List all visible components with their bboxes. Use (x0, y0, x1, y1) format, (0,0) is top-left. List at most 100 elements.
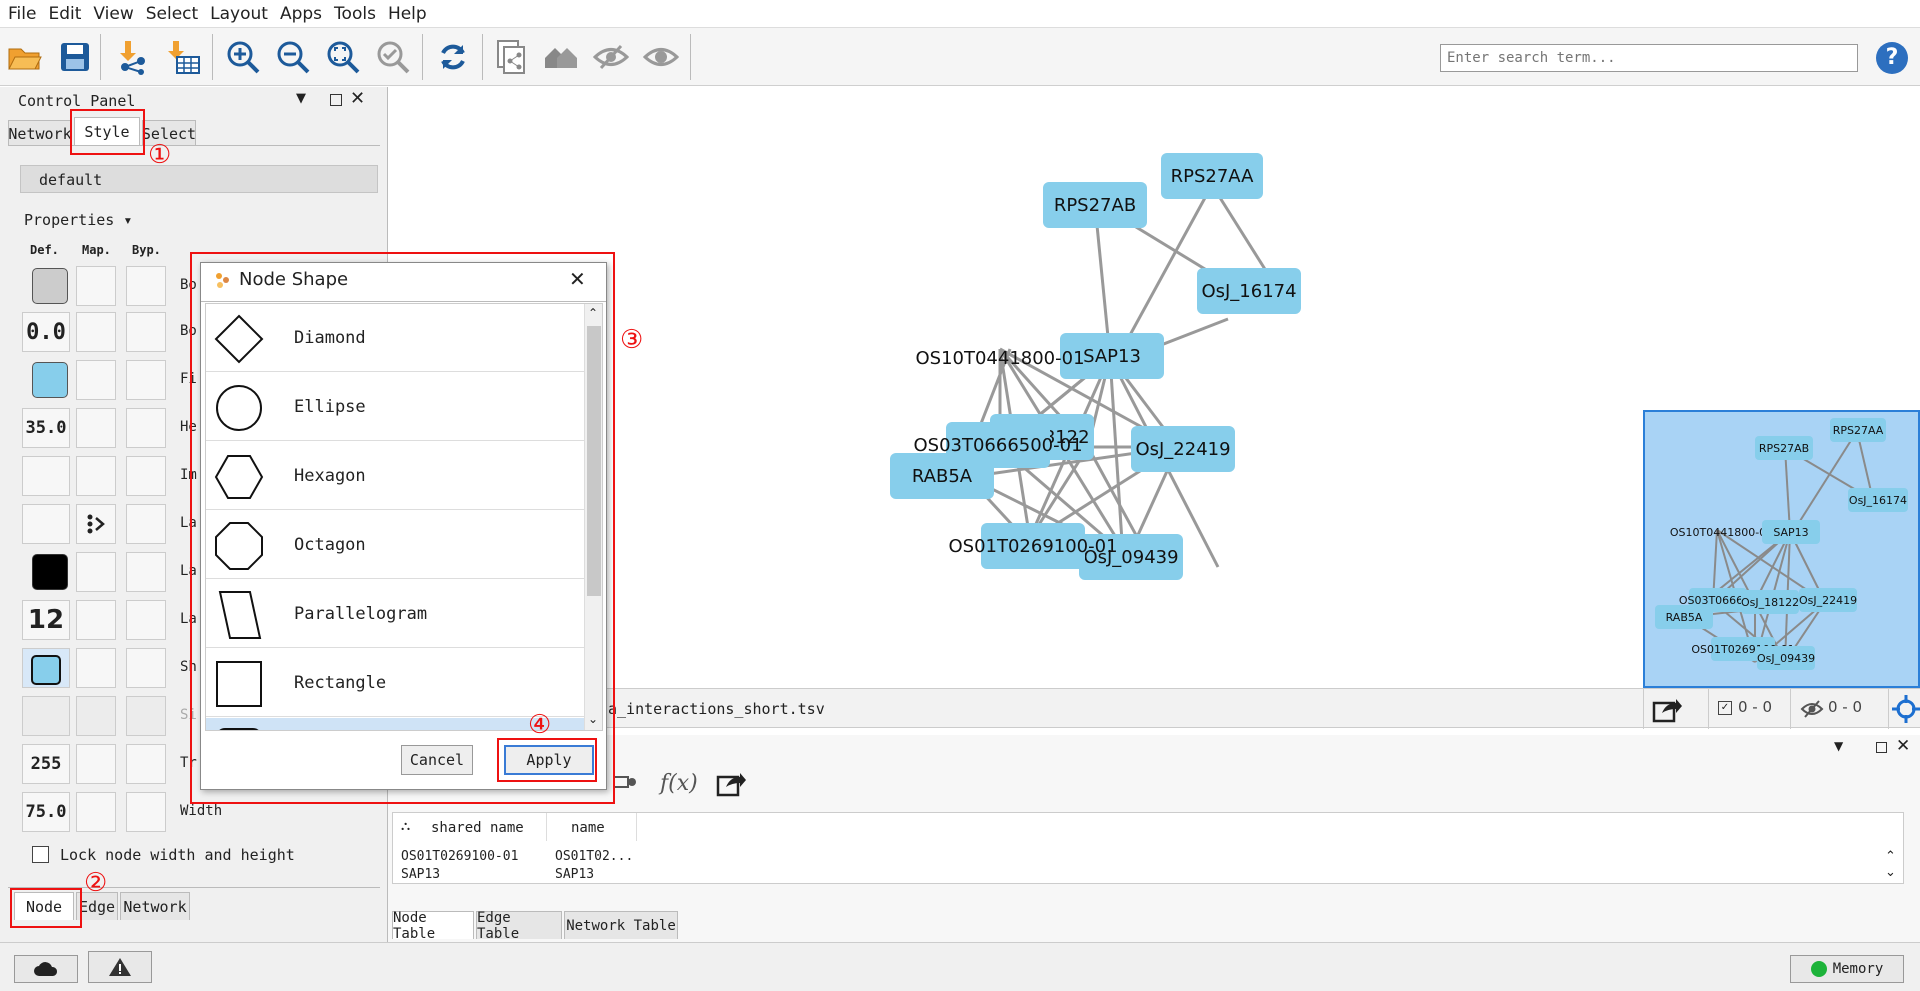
mapping-cell[interactable] (76, 456, 116, 496)
menu-layout[interactable]: Layout (210, 3, 268, 24)
default-value-swatch[interactable] (32, 554, 68, 590)
tab-edge-table[interactable]: Edge Table (476, 910, 562, 942)
network-overview-minimap[interactable]: RPS27AA RPS27AB OsJ_16174 OS10T0441800-0… (1643, 410, 1920, 688)
float-panel-icon[interactable] (330, 94, 342, 106)
property-row-image[interactable]: Im (22, 453, 380, 497)
new-network-from-selection-icon[interactable] (490, 36, 532, 78)
zoom-selected-icon[interactable] (372, 36, 414, 78)
zoom-out-icon[interactable] (272, 36, 314, 78)
mapping-cell[interactable] (76, 312, 116, 352)
export-table-icon[interactable] (716, 771, 746, 801)
menu-select[interactable]: Select (145, 3, 199, 24)
table-panel-menu-icon[interactable]: ▼ (1834, 739, 1844, 753)
cloud-icon[interactable] (14, 955, 78, 983)
network-node[interactable]: OS03T0666500-01 (913, 422, 1083, 468)
mapping-cell[interactable] (76, 552, 116, 592)
network-node[interactable]: OS01T0269100-01 (948, 523, 1118, 569)
default-value[interactable] (22, 648, 70, 688)
table-cell[interactable]: OS01T0269100-01 (401, 849, 519, 864)
search-input[interactable] (1440, 44, 1858, 72)
default-value-swatch[interactable] (32, 268, 68, 304)
warning-icon[interactable] (88, 951, 152, 983)
refresh-icon[interactable] (432, 36, 474, 78)
column-header-shared-name[interactable]: shared name (431, 820, 524, 836)
property-row-height[interactable]: 35.0 He (22, 405, 380, 449)
property-row-border-color[interactable]: Bo (22, 263, 380, 307)
shape-option-octagon[interactable]: Octagon (206, 511, 584, 579)
menu-edit[interactable]: Edit (48, 3, 82, 24)
default-value[interactable]: 75.0 (22, 792, 70, 832)
network-node[interactable]: RPS27AA (1161, 153, 1263, 199)
network-node[interactable]: RAB5A (890, 453, 994, 499)
bypass-cell[interactable] (126, 792, 166, 832)
properties-dropdown[interactable]: Properties ▾ (24, 211, 133, 229)
shape-option-parallelogram[interactable]: Parallelogram (206, 580, 584, 648)
save-icon[interactable] (54, 36, 96, 78)
property-row-label-font-size[interactable]: 12 La (22, 597, 380, 641)
export-network-icon[interactable] (1652, 697, 1682, 727)
menu-apps[interactable]: Apps (279, 3, 323, 24)
tab-node-table[interactable]: Node Table (392, 910, 474, 942)
default-value-swatch[interactable] (32, 362, 68, 398)
mapping-cell[interactable] (76, 408, 116, 448)
property-row-size[interactable]: Si (22, 693, 380, 737)
default-value[interactable]: 12 (22, 600, 70, 640)
bypass-cell[interactable] (126, 266, 166, 306)
network-node[interactable]: SAP13 (1060, 333, 1164, 379)
bypass-cell[interactable] (126, 408, 166, 448)
scrollbar-thumb[interactable] (587, 326, 601, 596)
network-canvas[interactable]: RPS27AA RPS27AB OsJ_16174 SAP13 OsJ_1812… (388, 87, 1920, 688)
property-row-fill-color[interactable]: Fi (22, 357, 380, 401)
mapping-cell[interactable] (76, 266, 116, 306)
close-panel-icon[interactable]: ✕ (350, 88, 366, 109)
shape-option-hexagon[interactable]: Hexagon (206, 442, 584, 510)
bypass-cell[interactable] (126, 360, 166, 400)
hide-icon[interactable] (590, 36, 632, 78)
mapping-cell[interactable] (76, 600, 116, 640)
function-builder-icon[interactable]: f(x) (660, 771, 698, 796)
open-folder-icon[interactable] (4, 36, 46, 78)
network-node[interactable]: OsJ_22419 (1131, 426, 1235, 472)
default-value[interactable] (22, 456, 70, 496)
shape-option-rectangle[interactable]: Rectangle (206, 649, 584, 717)
tab-edge[interactable]: Edge (76, 892, 118, 920)
shape-list-scrollbar[interactable]: ⌃ ⌄ (584, 304, 602, 730)
import-network-icon[interactable] (112, 36, 154, 78)
network-node[interactable]: RPS27AB (1043, 182, 1147, 228)
scroll-down-icon[interactable]: ⌄ (1885, 865, 1896, 880)
cancel-button[interactable]: Cancel (401, 745, 473, 775)
scroll-up-icon[interactable]: ⌃ (588, 306, 599, 320)
default-value[interactable]: 0.0 (22, 312, 70, 352)
bypass-cell[interactable] (126, 744, 166, 784)
network-node[interactable]: OsJ_09439 (1079, 534, 1183, 580)
scroll-down-icon[interactable]: ⌄ (588, 712, 599, 726)
column-header-name[interactable]: name (571, 820, 605, 836)
property-row-label-color[interactable]: La (22, 549, 380, 593)
table-cell[interactable]: SAP13 (555, 867, 595, 882)
property-row-transparency[interactable]: 255 Tr (22, 741, 380, 785)
default-value[interactable] (22, 504, 70, 544)
help-icon[interactable]: ? (1876, 42, 1908, 74)
table-cell[interactable]: OS01T02... (555, 849, 634, 864)
style-selector[interactable]: default (20, 165, 378, 193)
zoom-in-icon[interactable] (222, 36, 264, 78)
bypass-cell[interactable] (126, 456, 166, 496)
bypass-cell[interactable] (126, 312, 166, 352)
lock-size-checkbox[interactable] (32, 846, 49, 863)
home-icon[interactable] (540, 36, 582, 78)
tab-network-table[interactable]: Network Table (564, 911, 678, 939)
import-table-icon[interactable] (162, 36, 204, 78)
network-node[interactable]: OsJ_16174 (1197, 268, 1301, 314)
apply-button[interactable]: Apply (504, 745, 594, 775)
mapping-cell[interactable] (76, 360, 116, 400)
table-cell[interactable]: SAP13 (401, 867, 441, 882)
property-row-width[interactable]: 75.0 Width (22, 789, 380, 833)
fit-network-icon[interactable] (1892, 695, 1920, 727)
delete-column-icon[interactable] (613, 774, 636, 790)
bypass-cell[interactable] (126, 648, 166, 688)
shape-option-diamond[interactable]: Diamond (206, 304, 584, 372)
passthrough-mapping-icon[interactable] (76, 504, 116, 544)
shape-list[interactable]: Diamond Ellipse Hexagon Octagon Parallel… (205, 303, 603, 731)
menu-tools[interactable]: Tools (334, 3, 376, 24)
tab-style[interactable]: Style (74, 117, 140, 146)
